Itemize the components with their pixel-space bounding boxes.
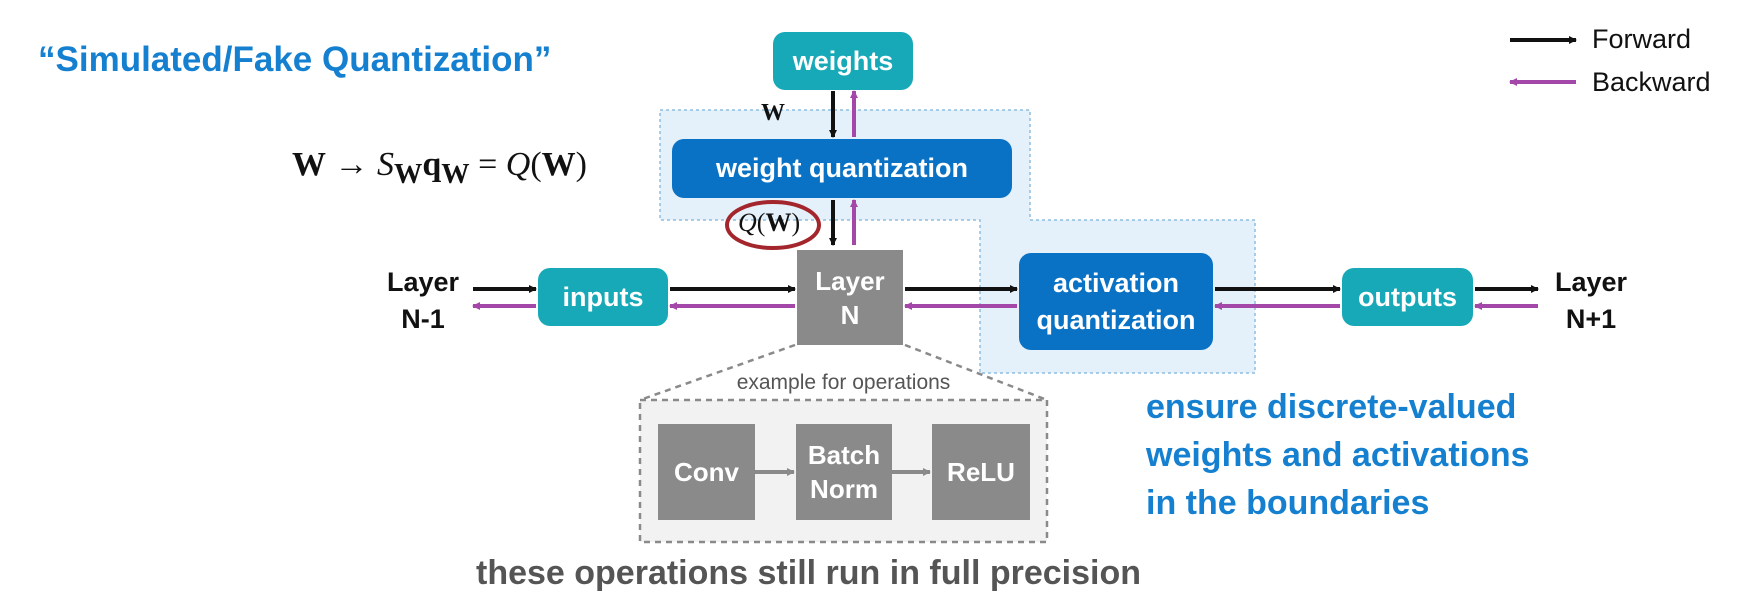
activation-quantization-line1: activation (1052, 267, 1180, 298)
qw-label: Q(W) (738, 208, 800, 238)
weight-quantization-node: weight quantization (672, 139, 1012, 198)
slide-title: “Simulated/Fake Quantization” (38, 40, 552, 79)
qw-arg: W (765, 208, 792, 237)
operations-caption: example for operations (736, 371, 951, 394)
legend-forward-label: Forward (1592, 24, 1692, 54)
relu-node: ReLU (932, 424, 1030, 520)
ops-zoom-right (904, 343, 1048, 402)
qw-paren-close: ) (791, 208, 801, 237)
layer-prev-line1: Layer (386, 267, 460, 297)
formula-q: q (422, 146, 442, 183)
layer-n-line1: Layer (815, 265, 885, 296)
formula-lhs: W (292, 146, 326, 183)
weights-label: weights (792, 45, 894, 76)
formula-scale-sub: W (394, 158, 423, 190)
activation-quantization-node: activation quantization (1019, 253, 1213, 350)
formula-paren-close: ) (575, 146, 587, 183)
relu-label: ReLU (947, 457, 1015, 487)
inputs-label: inputs (562, 281, 644, 312)
formula-func: Q (505, 146, 531, 183)
layer-next-line1: Layer (1554, 267, 1628, 297)
qw-func: Q (738, 208, 757, 237)
w-label: W (761, 100, 785, 126)
batch-norm-node: Batch Norm (796, 424, 892, 520)
formula-arg: W (541, 146, 576, 183)
layer-next-line2: N+1 (1565, 304, 1617, 334)
boundary-note-line3: in the boundaries (1146, 484, 1430, 522)
formula-paren-open: ( (530, 146, 542, 183)
legend-backward-label: Backward (1592, 67, 1711, 97)
layer-prev-label: Layer N-1 (378, 264, 468, 338)
boundary-note-line1: ensure discrete-valued (1146, 388, 1517, 426)
weight-quantization-label: weight quantization (716, 153, 968, 183)
weights-node: weights (773, 32, 913, 90)
layer-n-line2: N (840, 299, 860, 330)
batch-norm-line1: Batch (807, 440, 881, 470)
batch-norm-line2: Norm (810, 474, 878, 504)
quantization-formula: W → SWqW = Q(W) (292, 146, 587, 191)
layer-next-label: Layer N+1 (1543, 264, 1639, 338)
formula-scale: S (377, 146, 394, 183)
layer-n-node: Layer N (797, 250, 903, 345)
formula-equals: = (478, 146, 498, 183)
outputs-label: outputs (1358, 281, 1457, 312)
formula-q-sub: W (441, 158, 470, 190)
layer-prev-line2: N-1 (401, 304, 445, 334)
inputs-node: inputs (538, 268, 668, 326)
qw-highlight-circle (725, 200, 821, 250)
ops-zoom-left (639, 343, 796, 402)
formula-arrow: → (334, 146, 369, 183)
boundary-note: ensure discrete-valued weights and activ… (1146, 383, 1530, 527)
outputs-node: outputs (1342, 268, 1473, 326)
qw-paren-open: ( (756, 208, 766, 237)
full-precision-note: these operations still run in full preci… (476, 554, 1141, 592)
activation-quantization-line2: quantization (1036, 304, 1196, 335)
conv-node: Conv (658, 424, 755, 520)
boundary-note-line2: weights and activations (1146, 436, 1530, 474)
conv-label: Conv (674, 457, 739, 487)
